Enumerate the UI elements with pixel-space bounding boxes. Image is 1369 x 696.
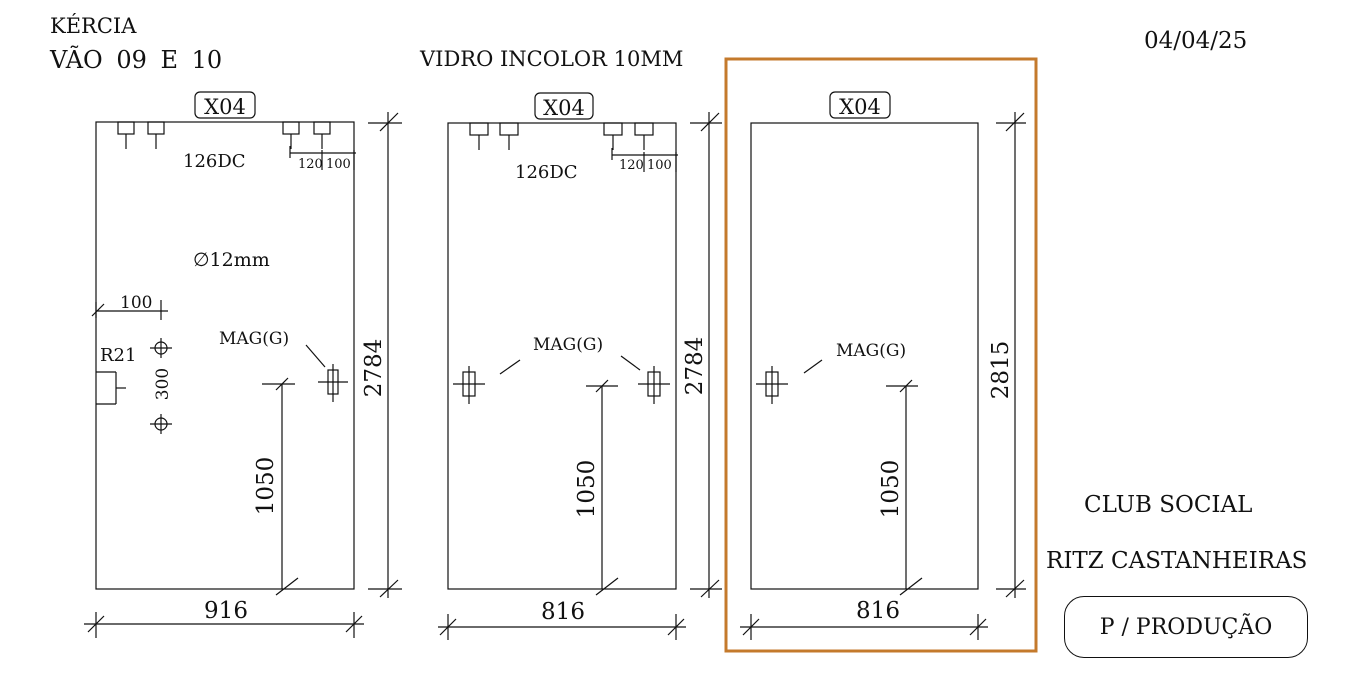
panel-2-height-dim [690, 112, 722, 598]
panel-2-width: 816 [541, 599, 585, 625]
panel-1-radius: R21 [100, 345, 136, 366]
panel-3-outline [750, 122, 979, 590]
panel-1 [84, 91, 402, 638]
panel-2-lock-left [453, 359, 521, 404]
panel-1-outline [95, 121, 355, 590]
panel-3-lock [756, 359, 823, 404]
panel-2-lock-label: MAG(G) [533, 335, 603, 355]
panel-3-code: X04 [839, 95, 881, 119]
production-stamp-text: P / PRODUÇÃO [1099, 614, 1273, 640]
panel-1-hinge-spacing-b: 100 [326, 157, 351, 172]
panel-2-code: X04 [543, 96, 585, 120]
panel-1-hinge-spacing-dim [289, 146, 356, 170]
panel-2 [438, 92, 722, 640]
panel-1-hinge-spacing-a: 120 [298, 157, 323, 172]
panel-1-height: 2784 [361, 339, 387, 398]
panel-1-lock-height: 1050 [253, 457, 279, 516]
panel-2-outline [447, 122, 677, 590]
panel-3-height-dim [996, 112, 1026, 598]
panel-2-lock-right [620, 355, 670, 404]
panel-2-hinge-label: 126DC [515, 162, 578, 183]
panel-2-hinge-spacing-b: 100 [647, 158, 672, 173]
panel-1-hinges [117, 121, 331, 149]
production-stamp: P / PRODUÇÃO [1064, 596, 1308, 658]
panel-3-width-dim [740, 614, 988, 640]
client-name-line2: RITZ CASTANHEIRAS [1046, 548, 1308, 574]
panel-1-width: 916 [204, 598, 248, 624]
panel-3-width: 816 [856, 598, 900, 624]
panel-1-lock-height-dim [262, 377, 299, 596]
client-name-line1: CLUB SOCIAL [1084, 492, 1253, 518]
drawing-date: 04/04/25 [1144, 28, 1248, 54]
panel-1-hole-diameter: ∅12mm [193, 249, 270, 271]
panel-1-hole-spacing: 300 [153, 368, 173, 400]
panel-2-hinge-spacing-dim [611, 148, 678, 172]
panel-1-radius-notch [96, 371, 126, 405]
panel-1-hole-offset-dim [91, 300, 168, 320]
panel-2-lock-height-dim [586, 379, 619, 596]
panel-3-highlight-frame [724, 57, 1038, 653]
vao-label: VÃO 09 E 10 [50, 46, 223, 74]
panel-1-height-dim [368, 112, 402, 598]
glass-spec: VIDRO INCOLOR 10MM [420, 47, 684, 71]
panel-2-height: 2784 [682, 337, 708, 396]
panel-2-width-dim [438, 614, 686, 640]
panel-2-code-tag [534, 92, 594, 120]
panel-3-lock-height: 1050 [878, 460, 904, 519]
panel-1-code-tag [194, 91, 256, 119]
panel-3-lock-label: MAG(G) [836, 341, 906, 361]
panel-3-height: 2815 [988, 341, 1014, 400]
panel-2-hinges [469, 122, 654, 150]
panel-2-hinge-spacing-a: 120 [619, 158, 644, 173]
panel-3-code-tag [829, 91, 891, 119]
panel-1-code: X04 [204, 95, 246, 119]
panel-1-holes [150, 338, 172, 434]
panel-1-lock [305, 344, 348, 402]
panel-1-width-dim [84, 612, 364, 638]
panel-1-hinge-label: 126DC [183, 151, 246, 172]
company-name: KÉRCIA [50, 14, 137, 38]
panel-1-lock-label: MAG(G) [219, 329, 289, 349]
panel-1-hole-offset: 100 [120, 293, 152, 313]
panel-2-lock-height: 1050 [574, 460, 600, 519]
panel-3 [740, 91, 1026, 640]
panel-3-lock-height-dim [886, 379, 923, 596]
